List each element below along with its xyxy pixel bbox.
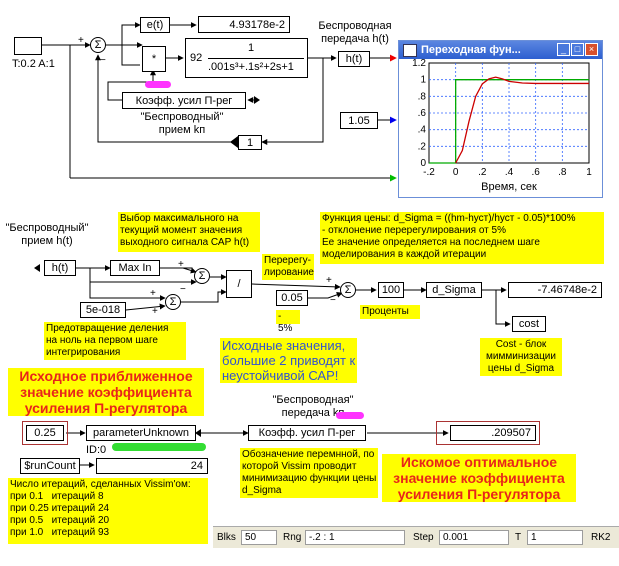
- rng-field: -.2 : 1: [305, 530, 405, 545]
- sign-plus-2: +: [178, 259, 184, 270]
- step-label: T:0.2 A:1: [12, 58, 55, 70]
- multiply-block[interactable]: *: [142, 46, 166, 72]
- plot-window-icon: [403, 44, 417, 57]
- step-block[interactable]: [14, 37, 42, 55]
- cost-block[interactable]: cost: [512, 316, 546, 332]
- max-in-block[interactable]: Max In: [110, 260, 160, 276]
- magenta-marker-top: [145, 81, 171, 88]
- divide-block[interactable]: /: [226, 270, 252, 298]
- tf-denominator: .001s³+.1s²+2s+1: [208, 61, 294, 73]
- note-optimal-value: Искомое оптимальное значение коэффициент…: [382, 454, 576, 502]
- series-line-0: [429, 79, 589, 164]
- rng-label: Rng: [283, 532, 302, 543]
- plot-window-title: Переходная фун...: [399, 41, 602, 59]
- y-tick-label: 0: [420, 158, 426, 169]
- y-tick-label: .4: [418, 125, 427, 136]
- note-initial-value: Исходное приближенное значение коэффицие…: [8, 368, 204, 416]
- blks-field: 50: [241, 530, 277, 545]
- param-id-label: ID:0: [86, 444, 107, 456]
- y-tick-label: .6: [418, 108, 427, 119]
- note-max-select: Выбор максимального на текущий момент зн…: [118, 212, 260, 252]
- transfer-function-block[interactable]: 92 1 .001s³+.1s²+2s+1: [185, 38, 308, 78]
- initial-value-block[interactable]: 0.25: [26, 425, 64, 441]
- summing-junction-4[interactable]: Σ: [340, 282, 356, 298]
- gain-block[interactable]: Коэфф. усил П-рег: [122, 92, 246, 109]
- result-frame: [436, 421, 540, 445]
- sign-minus-5: −: [330, 295, 336, 306]
- sign-plus-3: +: [150, 288, 156, 299]
- minimize-icon[interactable]: _: [557, 43, 570, 56]
- y-tick-label: 1: [420, 75, 426, 86]
- const-0-05-block[interactable]: 0.05: [276, 290, 308, 306]
- x-tick-label: -.2: [423, 167, 435, 178]
- tf-numerator: 1: [248, 42, 255, 54]
- runcount-block[interactable]: $runCount: [20, 458, 80, 474]
- sign-plus-5: +: [326, 275, 332, 286]
- t-field: 1: [527, 530, 583, 545]
- parameter-unknown-block[interactable]: parameterUnknown: [86, 425, 196, 441]
- label-minus-5-percent: - 5%: [276, 310, 300, 334]
- result-value-display: .209507: [450, 425, 536, 441]
- close-icon[interactable]: ×: [585, 43, 598, 56]
- x-tick-label: .6: [531, 167, 540, 178]
- d-sigma-value-display: -7.46748e-2: [508, 282, 602, 298]
- gain-caption: "Беспроводный" прием kп: [140, 111, 224, 136]
- gain-block-bottom[interactable]: Коэфф. усил П-рег: [248, 425, 366, 441]
- x-tick-label: 1: [586, 167, 592, 178]
- series-line-1: [455, 76, 589, 164]
- error-block[interactable]: e(t): [140, 17, 170, 33]
- summing-junction-2[interactable]: Σ: [194, 268, 210, 284]
- sign-minus-2: −: [180, 284, 186, 295]
- initial-value-frame: [22, 421, 68, 445]
- y-tick-label: .2: [418, 141, 427, 152]
- step-label: Step: [413, 532, 434, 543]
- wireless-receive-h-label: "Беспроводный" прием h(t): [5, 222, 89, 247]
- const-1-05-block[interactable]: 1.05: [340, 112, 378, 129]
- note-variable: Обозначение перемнной, по которой Vissim…: [240, 448, 378, 498]
- d-sigma-block[interactable]: d_Sigma: [426, 282, 482, 298]
- summing-junction-3[interactable]: Σ: [165, 294, 181, 310]
- error-value-display: 4.93178e-2: [198, 16, 290, 33]
- warning-blue-note: Исходные значения, большие 2 приводят к …: [220, 338, 358, 383]
- x-tick-label: .8: [558, 167, 567, 178]
- wireless-transmit-h-block[interactable]: h(t): [338, 51, 370, 67]
- y-tick-label: .8: [418, 91, 427, 102]
- x-axis-label: Время, сек: [481, 181, 537, 193]
- sign-plus-4: +: [152, 306, 158, 317]
- sign-minus: −: [100, 55, 106, 66]
- step-field: 0.001: [439, 530, 509, 545]
- sign-plus: +: [78, 35, 84, 46]
- x-tick-label: 0: [453, 167, 459, 178]
- x-tick-label: .2: [478, 167, 487, 178]
- note-iterations: Число итераций, сделанных Vissim'ом: при…: [8, 478, 208, 544]
- const-100-block[interactable]: 100: [378, 282, 404, 298]
- maximize-icon[interactable]: □: [571, 43, 584, 56]
- magenta-marker-bottom: [336, 412, 364, 419]
- const-1-block[interactable]: 1: [238, 135, 262, 150]
- wireless-transmit-h-label: Беспроводная передача h(t): [318, 20, 392, 45]
- y-tick-label: 1.2: [412, 59, 426, 69]
- tf-gain: 92: [190, 52, 203, 64]
- epsilon-block[interactable]: 5e-018: [80, 302, 126, 318]
- label-overshoot: Перерегу- лирование: [262, 254, 314, 280]
- label-percents: Проценты: [360, 305, 420, 319]
- note-division-by-zero: Предотвращение деления на ноль на первом…: [44, 322, 186, 360]
- note-cost-function: Функция цены: d_Sigma = ((hm-hуст)/hуст …: [320, 212, 604, 264]
- wireless-receive-h-block[interactable]: h(t): [44, 260, 76, 276]
- runcount-value-display: 24: [96, 458, 208, 474]
- t-label: T: [515, 532, 522, 543]
- status-bar: Blks 50 Rng -.2 : 1 Step 0.001 T 1 RK2: [213, 526, 619, 548]
- blks-label: Blks: [217, 532, 236, 543]
- green-marker: [112, 443, 206, 451]
- note-cost-block: Cost - блок мимминизации цены d_Sigma: [480, 338, 562, 376]
- method-label: RK2: [591, 532, 611, 543]
- x-tick-label: .4: [505, 167, 514, 178]
- tf-fraction-bar: [208, 58, 304, 59]
- summing-junction-1[interactable]: Σ: [90, 37, 106, 53]
